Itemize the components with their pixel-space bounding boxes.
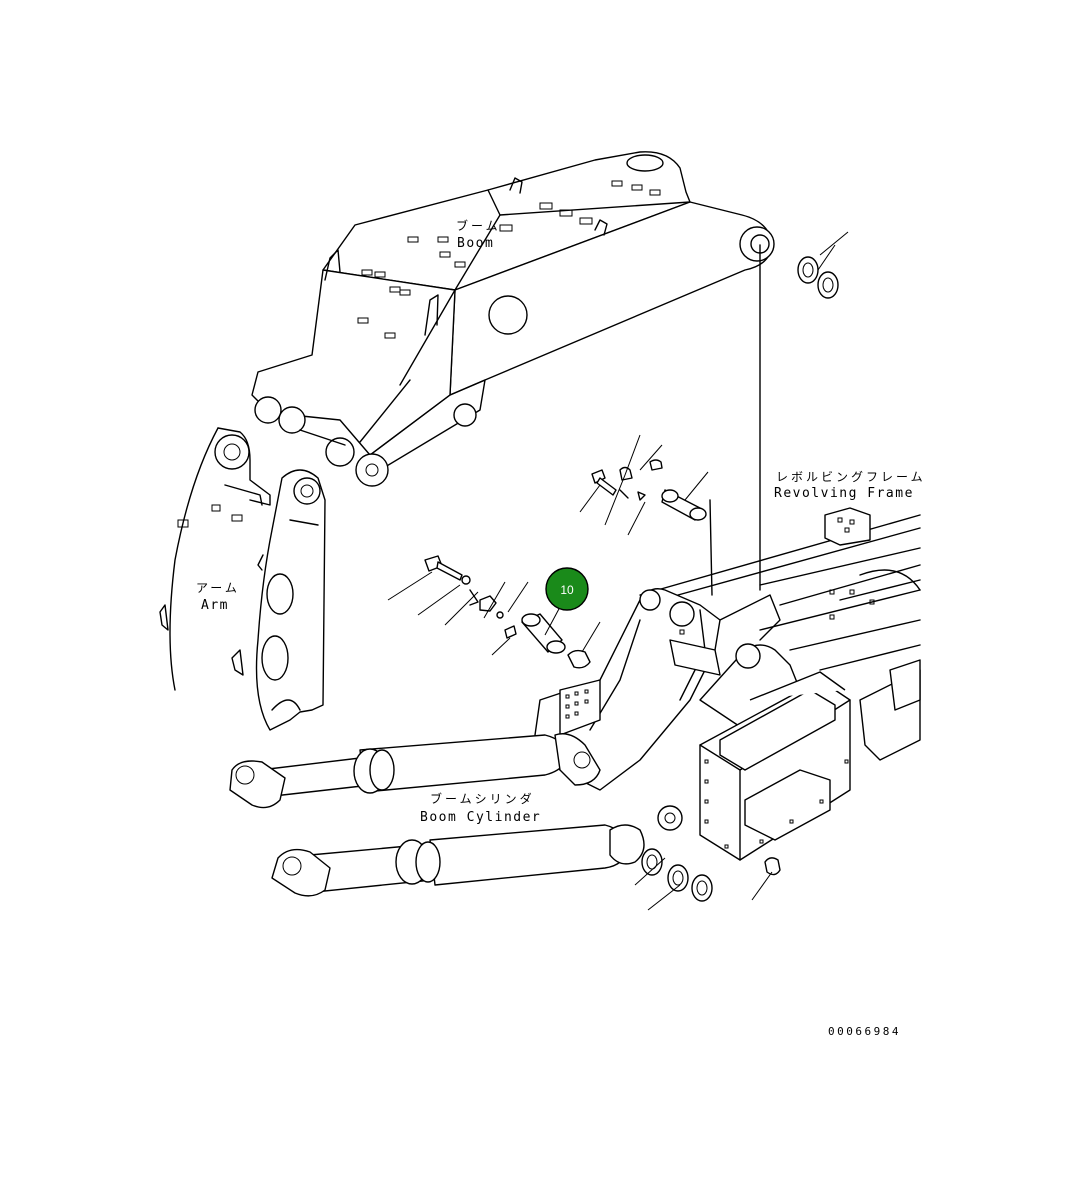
callout-10[interactable]: 10: [545, 567, 589, 611]
upper-pin-parts: [579, 434, 709, 536]
boom-cylinder-lower: [271, 805, 683, 897]
arm-label-jp: アーム: [196, 581, 240, 595]
boom-cylinder-label-en: Boom Cylinder: [420, 810, 541, 825]
boom-label-jp: ブーム: [456, 218, 501, 233]
cylinder-pin-washers: [634, 848, 781, 911]
drawing-number: 00066984: [828, 1025, 901, 1038]
boom-cylinder-upper: [229, 733, 601, 809]
callout-number: 10: [560, 583, 574, 597]
boom-label-en: Boom: [457, 236, 494, 251]
boom-pin-washers: [797, 231, 849, 299]
revolving-frame-label-en: Revolving Frame: [774, 486, 914, 501]
boom: [251, 151, 775, 487]
arm: [159, 427, 326, 731]
callout-circle[interactable]: [545, 567, 589, 611]
boom-cylinder-label-jp: ブームシリンダ: [430, 791, 535, 806]
arm-label-en: Arm: [201, 598, 229, 613]
revolving-frame: [534, 244, 921, 861]
boom-foot-pin-parts: [387, 555, 601, 669]
revolving-frame-label-jp: レボルビングフレーム: [776, 470, 926, 484]
